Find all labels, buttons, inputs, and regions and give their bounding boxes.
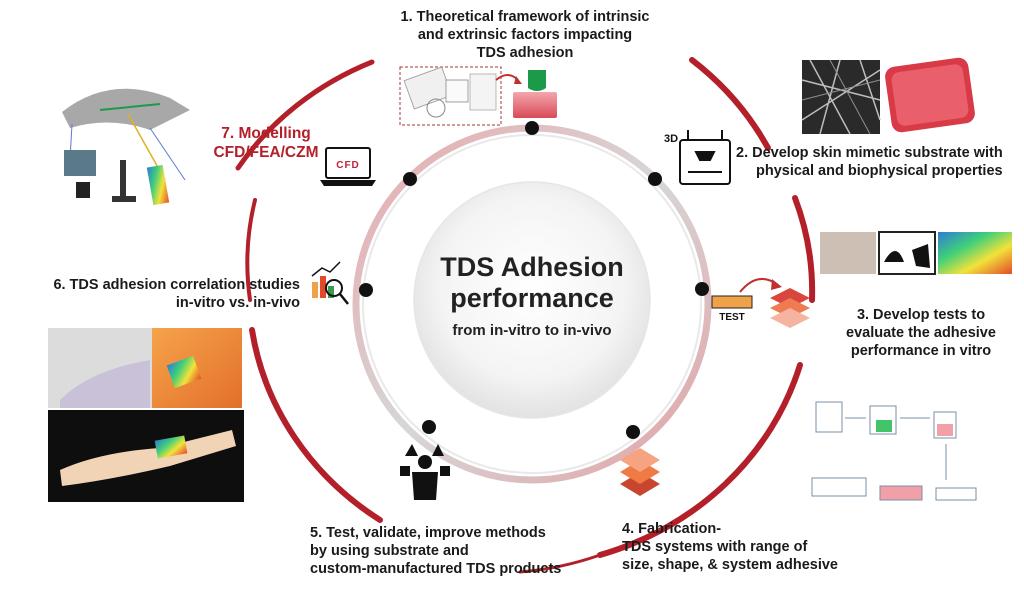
patch-layers-icon [620, 448, 660, 496]
framework-illustration [399, 66, 557, 126]
step-5-label: 5. Test, validate, improve methods by us… [310, 525, 562, 577]
test-label: TEST [719, 312, 745, 323]
step-2-label: 2. Develop skin mimetic substrate with p… [736, 145, 1003, 179]
person-boxes-icon [400, 444, 450, 500]
step-4-label: 4. Fabrication- TDS systems with range o… [622, 521, 838, 573]
analytics-icon [311, 261, 349, 305]
center-subtitle: from in-vitro to in-vivo [452, 322, 612, 339]
3d-printer-icon [679, 130, 731, 185]
step-1-label: 1. Theoretical framework of intrinsic an… [400, 9, 650, 61]
step-3-label: 3. Develop tests to evaluate the adhesiv… [846, 307, 996, 359]
outer-red-ring [235, 57, 816, 574]
invivo-photos [48, 328, 244, 502]
adhesion-test-images [820, 231, 1012, 275]
step-7-label: 7. Modelling CFD/FEA/CZM [213, 125, 319, 161]
center-title: TDS Adhesion performance from in-vitro t… [412, 252, 652, 339]
step-6-label: 6. TDS adhesion correlation studies in-v… [53, 277, 300, 311]
fea-model-illustration [62, 88, 190, 206]
skin-substrate-images [801, 57, 975, 135]
test-icon [711, 277, 810, 328]
center-title-line1: TDS Adhesion [440, 252, 624, 282]
laptop-cfd-icon [320, 147, 376, 186]
3d-label: 3D [664, 133, 678, 145]
center-disc [413, 181, 651, 419]
cfd-screen-text: CFD [336, 160, 360, 171]
center-title-line2: performance [450, 283, 614, 313]
ring-nodes [359, 121, 709, 439]
fabrication-schematic [811, 401, 977, 501]
